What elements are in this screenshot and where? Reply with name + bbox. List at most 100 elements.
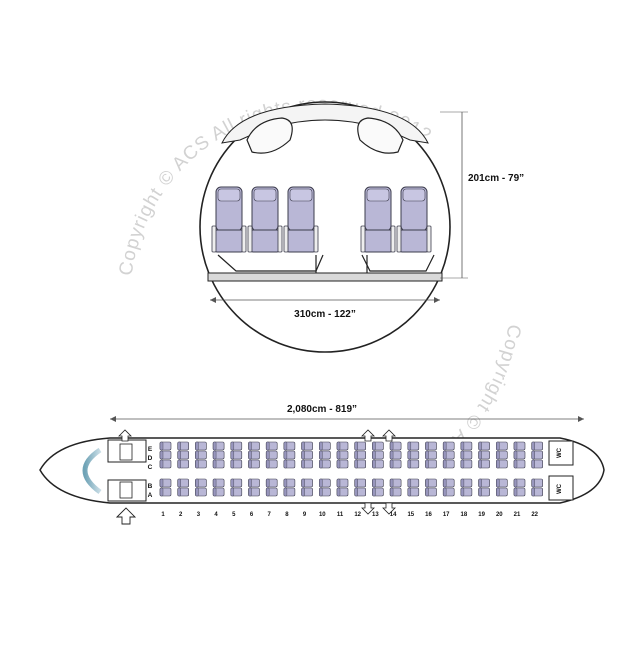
seat [407,441,420,451]
seat [177,441,189,451]
seat [442,459,455,469]
seat [389,459,402,469]
fuselage-cross-section-outline [199,101,451,353]
cabin-cross-section: 201cm - 79” 310cm - 122” [199,101,524,353]
seat [478,450,490,460]
row-number: 14 [390,512,397,518]
seat [495,441,508,451]
seat [478,441,490,451]
seat [389,478,402,488]
seat [460,478,473,488]
seat [425,487,437,497]
seat [265,459,278,469]
seat [336,450,349,460]
seat [318,441,331,451]
seat [354,487,367,497]
exit-arrow-icon [382,429,396,442]
seat [372,441,384,451]
column-letter: D [148,455,153,462]
row-number: 6 [250,512,254,518]
seat [531,441,544,451]
seat [495,487,508,497]
seat [354,478,367,488]
lavatory-label: WC [557,483,563,494]
column-letter: B [148,483,153,490]
row-number: 12 [354,512,361,518]
seat [195,459,207,469]
galley-unit [119,481,133,499]
row-number: 15 [407,512,414,518]
lavatory-label: WC [557,447,563,458]
seat [513,450,526,460]
cross-section-seats [211,186,432,253]
seat [230,478,243,488]
column-letter: E [148,446,153,453]
seat [230,450,243,460]
height-label: 201cm - 79” [468,173,524,184]
exit-arrow-icon [361,429,375,442]
seat [531,487,544,497]
seat [159,441,172,451]
seat [336,487,349,497]
seat [159,478,172,488]
seat [389,450,402,460]
exit-arrow-icon [382,502,396,515]
seat [372,450,384,460]
seat [513,459,526,469]
seat [513,487,526,497]
lavatory-lower [548,475,574,501]
seat [495,459,508,469]
overhead-bin-left [246,117,293,154]
seat-frame-right [361,254,435,272]
seat [372,478,384,488]
row-number: 4 [214,512,218,518]
seat [425,441,437,451]
row-number: 10 [319,512,326,518]
row-number: 17 [443,512,450,518]
seat [212,459,225,469]
seat [495,450,508,460]
seat [265,450,278,460]
overhead-bin-right [357,117,404,154]
seat [248,441,260,451]
seat [230,459,243,469]
row-number: 20 [496,512,503,518]
exit-arrow-icon [361,502,375,515]
cross-section-seat [247,186,283,253]
cross-section-seat [396,186,432,253]
row-number: 3 [197,512,201,518]
seat [248,450,260,460]
row-number: 8 [285,512,289,518]
seat [318,459,331,469]
seat [495,478,508,488]
seat [301,459,313,469]
seat [478,478,490,488]
seat [425,450,437,460]
seat [442,450,455,460]
seat [177,478,189,488]
galley-unit [119,443,133,461]
seat [283,459,296,469]
row-number: 9 [303,512,307,518]
seat-grid [159,441,544,497]
seat [425,459,437,469]
seat [460,487,473,497]
seat [407,478,420,488]
seat [212,450,225,460]
seat [195,487,207,497]
seat [248,478,260,488]
seat [318,478,331,488]
seat [265,478,278,488]
seat [230,487,243,497]
seat [283,450,296,460]
seat [159,459,172,469]
overhead-ceiling [221,103,429,144]
length-label: 2,080cm - 819” [287,404,357,415]
seat [478,459,490,469]
seat [354,441,367,451]
seat [442,487,455,497]
seat [195,441,207,451]
seat [283,441,296,451]
seat [177,459,189,469]
